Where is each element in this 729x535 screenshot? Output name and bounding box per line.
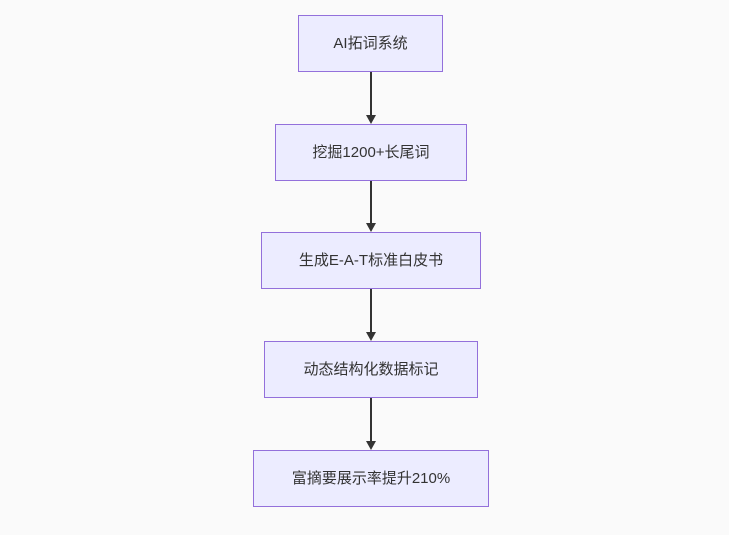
- arrow-line: [370, 72, 372, 117]
- flow-arrow-1: [365, 72, 377, 124]
- arrow-line: [370, 181, 372, 225]
- flow-arrow-3: [365, 289, 377, 341]
- flow-arrow-2: [365, 181, 377, 232]
- arrow-line: [370, 398, 372, 443]
- flow-arrow-4: [365, 398, 377, 450]
- flow-node-rich-snippet-result: 富摘要展示率提升210%: [253, 450, 489, 507]
- flow-node-eat-whitepaper: 生成E-A-T标准白皮书: [261, 232, 481, 289]
- flow-node-label: 生成E-A-T标准白皮书: [298, 252, 444, 269]
- flow-node-longtail-mining: 挖掘1200+长尾词: [275, 124, 467, 181]
- flow-node-ai-keyword-system: AI拓词系统: [298, 15, 443, 72]
- arrowhead-down-icon: [366, 332, 376, 341]
- flow-node-label: AI拓词系统: [333, 35, 408, 52]
- arrowhead-down-icon: [366, 441, 376, 450]
- flow-node-label: 动态结构化数据标记: [303, 361, 439, 378]
- arrowhead-down-icon: [366, 223, 376, 232]
- arrow-line: [370, 289, 372, 334]
- flow-node-label: 富摘要展示率提升210%: [291, 470, 451, 487]
- flow-node-structured-data-markup: 动态结构化数据标记: [264, 341, 478, 398]
- flow-node-label: 挖掘1200+长尾词: [312, 144, 430, 161]
- arrowhead-down-icon: [366, 115, 376, 124]
